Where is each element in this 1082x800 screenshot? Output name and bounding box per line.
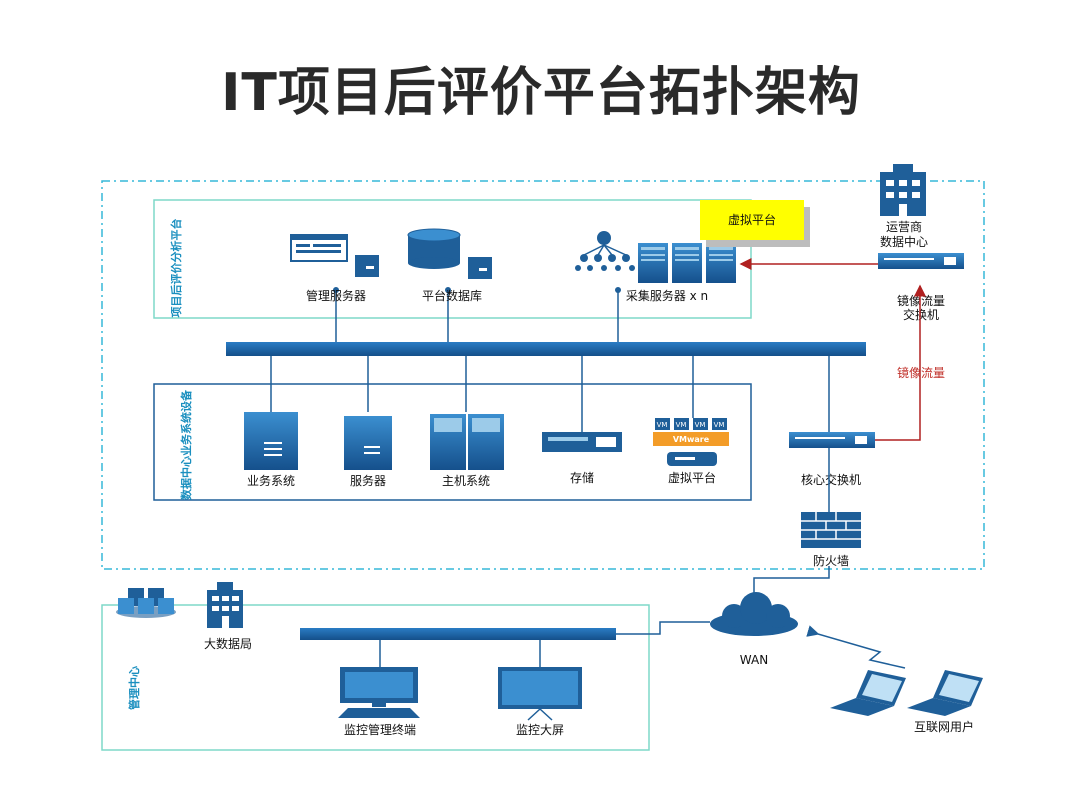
building-icon: [880, 164, 926, 216]
svg-text:VM: VM: [695, 421, 706, 429]
platform-label: 项目后评价分析平台: [169, 219, 183, 318]
mirror-traffic-label: 镜像流量: [897, 365, 945, 380]
virtual-platform-tag: [700, 200, 804, 240]
firewall-icon: [801, 512, 861, 548]
page-title: IT项目后评价平台拓扑架构: [221, 63, 861, 123]
big-data-bureau-label: 大数据局: [204, 636, 252, 651]
host-system-label: 主机系统: [442, 474, 490, 488]
collect-server-3-icon: [706, 243, 736, 283]
storage-label: 存储: [570, 470, 594, 485]
monitor-terminal-icon: [338, 667, 420, 718]
datacenter-boundary: [101, 180, 985, 570]
monitor-screen-icon: [498, 667, 582, 721]
virtual-tag-label: 虚拟平台: [728, 212, 776, 227]
firewall-label: 防火墙: [813, 553, 849, 568]
core-switch-icon: [789, 432, 875, 448]
vmware-icon: VM VM VM VM VMware: [653, 418, 729, 466]
collect-server-2-icon: [672, 243, 702, 283]
management-bus: [300, 628, 616, 640]
database-icon: [407, 228, 492, 279]
server-icon: [344, 416, 392, 470]
monitor-terminal-label: 监控管理终端: [344, 722, 416, 737]
storage-icon: [542, 432, 622, 452]
collect-cluster-icon: [575, 231, 635, 271]
biz-system-label: 业务系统: [247, 473, 295, 488]
internet-users-label: 互联网用户: [914, 719, 974, 734]
host-system-icon: [430, 414, 504, 470]
mgmt-server-label: 管理服务器: [306, 288, 366, 303]
management-label: 管理中心: [127, 666, 141, 710]
mirror-switch-icon: [878, 253, 964, 269]
svg-text:VM: VM: [676, 421, 687, 429]
virtual-platform-label: 虚拟平台: [668, 470, 716, 485]
server-cluster-icon: [116, 588, 176, 618]
management-box: [101, 604, 650, 751]
collect-server-1-icon: [638, 243, 668, 283]
mgmt-server-icon: [290, 234, 379, 277]
monitor-screen-label: 监控大屏: [516, 723, 564, 737]
laptop-1-icon: [830, 670, 906, 716]
svg-text:VMware: VMware: [673, 435, 710, 444]
laptop-2-icon: [907, 670, 983, 716]
platform-db-label: 平台数据库: [422, 288, 482, 303]
mirror-arrow-up: [875, 284, 926, 441]
svg-text:VM: VM: [714, 421, 725, 429]
main-bus: [226, 342, 866, 356]
datacenter-label: 数据中心业务系统设备: [179, 389, 193, 500]
core-switch-label: 核心交换机: [801, 472, 861, 487]
carrier-dc-label-2: 数据中心: [880, 234, 928, 249]
collect-server-label: 采集服务器 x n: [626, 288, 708, 303]
carrier-dc-label-1: 运营商: [886, 219, 922, 234]
wan-cloud-icon: [710, 592, 798, 636]
server-label: 服务器: [350, 473, 386, 488]
wan-label: WAN: [740, 653, 768, 667]
mirror-switch-label-2: 交换机: [903, 307, 939, 322]
internet-link: [806, 625, 906, 669]
bureau-building-icon: [207, 582, 243, 628]
datacenter-box: [153, 383, 752, 501]
mirror-switch-label-1: 镜像流量: [897, 293, 945, 308]
biz-system-icon: [244, 412, 298, 470]
svg-text:VM: VM: [657, 421, 668, 429]
